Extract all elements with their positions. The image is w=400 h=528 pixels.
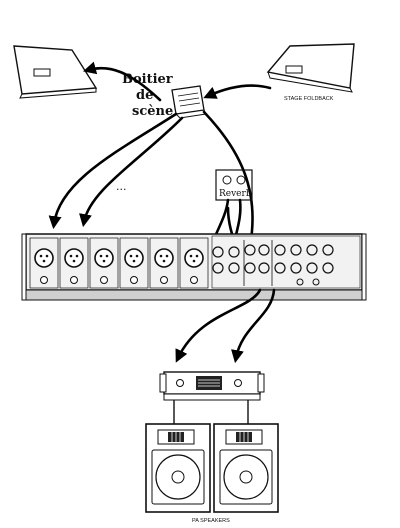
channel-strip <box>59 237 89 289</box>
line-input-jack <box>40 276 48 284</box>
mixer <box>21 233 367 301</box>
pa-speakers-label: PA SPEAKERS <box>192 518 230 524</box>
stage-box <box>171 85 207 119</box>
left-pa-speaker <box>145 423 211 513</box>
xlr-input-jack <box>34 248 54 268</box>
more-cables-ellipsis: ... <box>116 180 127 193</box>
channel-strip <box>179 237 209 289</box>
cable-aux-return <box>202 110 258 252</box>
cable-right-main <box>231 288 276 364</box>
left-stage-monitor <box>13 45 98 99</box>
stage-box-label-line3: scène <box>132 104 173 119</box>
stage-foldback-label: STAGE FOLDBACK <box>284 96 334 102</box>
xlr-input-jack <box>184 248 204 268</box>
xlr-input-jack <box>154 248 174 268</box>
master-section <box>211 235 361 289</box>
stage-box-label-line1: Boitier <box>122 72 173 87</box>
xlr-input-jack <box>94 248 114 268</box>
line-input-jack <box>100 276 108 284</box>
line-input-jack <box>160 276 168 284</box>
line-input-jack <box>190 276 198 284</box>
line-input-jack <box>130 276 138 284</box>
channel-strip <box>119 237 149 289</box>
cable-to-channel-1 <box>48 112 178 230</box>
input-channels <box>29 237 209 289</box>
line-input-jack <box>70 276 78 284</box>
channel-strip <box>29 237 59 289</box>
right-stage-monitor <box>266 43 355 93</box>
stage-cables <box>48 61 272 252</box>
amp-cables <box>175 288 276 364</box>
cable-to-channel-2 <box>79 116 184 228</box>
power-amplifier <box>159 371 265 424</box>
cable-left-main <box>175 288 262 363</box>
right-pa-speaker <box>213 423 279 513</box>
cable-from-right-monitor <box>203 84 272 99</box>
xlr-input-jack <box>124 248 144 268</box>
reverb-unit <box>215 169 253 201</box>
cable-to-left-monitor <box>82 61 162 102</box>
channel-strip <box>149 237 179 289</box>
reverb-label: Reverb <box>219 189 252 199</box>
channel-strip <box>89 237 119 289</box>
xlr-input-jack <box>64 248 84 268</box>
